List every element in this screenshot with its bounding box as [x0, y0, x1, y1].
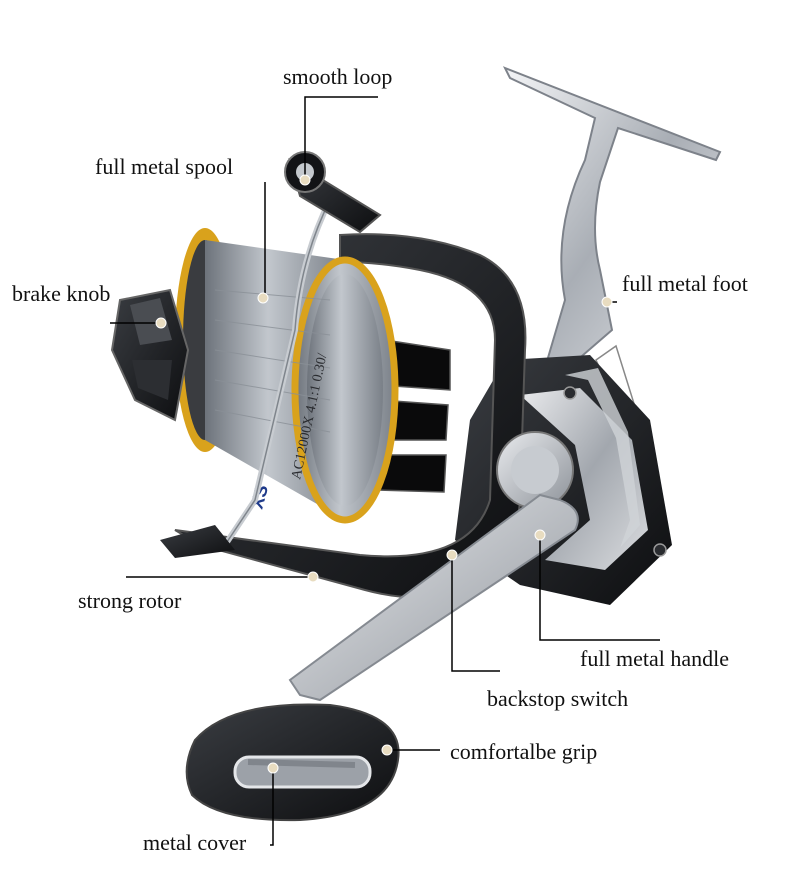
handle-arm [288, 493, 579, 702]
label-comfortable-grip: comfortalbe grip [450, 739, 598, 764]
dot-backstop-switch [446, 549, 458, 561]
leader-smooth-loop [304, 96, 378, 180]
body-screw-top [563, 386, 577, 400]
leader-full-metal-handle [539, 535, 660, 641]
dot-smooth-loop [299, 174, 311, 186]
body-screw-bottom [653, 543, 667, 557]
dot-full-metal-foot [601, 296, 613, 308]
dot-full-metal-spool [257, 292, 269, 304]
label-metal-cover: metal cover [143, 830, 247, 855]
dot-metal-cover [267, 762, 279, 774]
label-full-metal-foot: full metal foot [622, 271, 748, 296]
bail-arm-bottom [160, 525, 235, 558]
leader-backstop-switch [451, 555, 500, 672]
dot-strong-rotor [307, 571, 319, 583]
label-smooth-loop: smooth loop [283, 64, 393, 89]
reel-foot [502, 66, 722, 377]
dot-brake-knob [155, 317, 167, 329]
leader-lines [110, 96, 660, 846]
dot-comfortable-grip [381, 744, 393, 756]
marker-dots [155, 174, 613, 774]
label-backstop-switch: backstop switch [487, 686, 629, 711]
label-full-metal-handle: full metal handle [580, 646, 730, 671]
brake-knob [110, 288, 190, 422]
label-brake-knob: brake knob [12, 281, 111, 306]
dot-full-metal-handle [534, 529, 546, 541]
label-full-metal-spool: full metal spool [95, 154, 234, 179]
spool: XS AC12000X 4.1:1 0.30/ [175, 228, 399, 524]
label-strong-rotor: strong rotor [78, 588, 182, 613]
leader-metal-cover [270, 768, 274, 846]
